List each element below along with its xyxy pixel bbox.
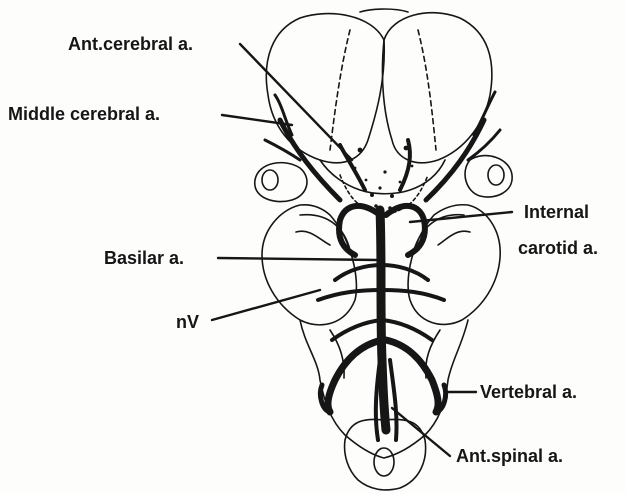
label-basilar: Basilar a.	[104, 248, 184, 268]
left-internal-carotid	[339, 206, 380, 255]
leader-basilar	[218, 258, 378, 260]
label-internal-carotid-line2: carotid a.	[518, 238, 598, 258]
leader-nv	[212, 290, 320, 320]
label-vertebral: Vertebral a.	[480, 382, 577, 402]
leader-ant-cerebral	[240, 44, 352, 160]
label-internal-carotid-line1: Internal	[524, 202, 589, 222]
right-internal-carotid	[386, 206, 425, 255]
leader-ant-spinal	[392, 408, 450, 456]
label-ant-spinal: Ant.spinal a.	[456, 446, 563, 466]
label-ant-cerebral: Ant.cerebral a.	[68, 34, 193, 54]
label-nv: nV	[176, 312, 199, 332]
left-middle-cerebral	[280, 120, 340, 200]
left-vertebral	[328, 340, 382, 412]
label-middle-cerebral: Middle cerebral a.	[8, 104, 160, 124]
hemisphere-midline	[360, 9, 408, 12]
nv-branch	[318, 290, 382, 300]
